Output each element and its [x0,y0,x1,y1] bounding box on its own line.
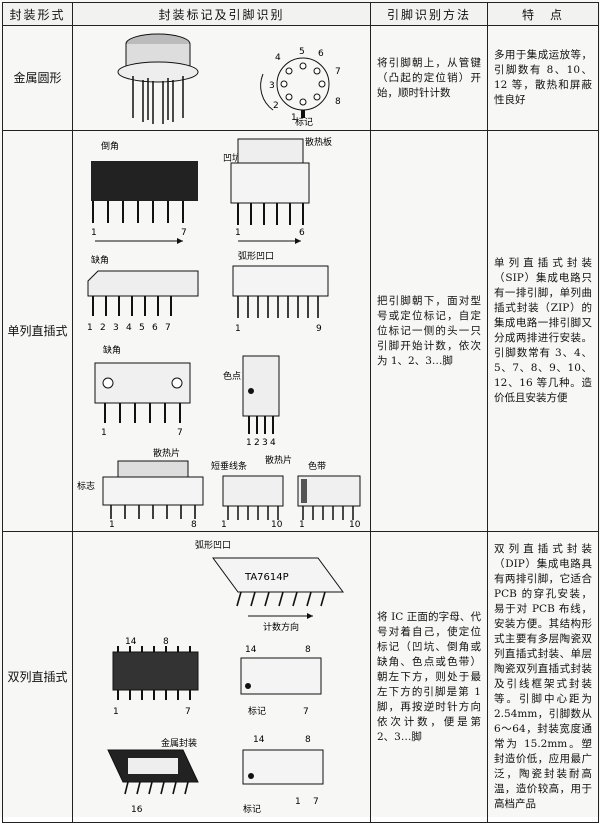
pin-number: 3 [262,438,268,448]
pin-number: 4 [270,438,276,448]
header-features: 特 点 [487,2,599,26]
num-one: 1 [221,520,227,527]
num-8: 8 [163,637,169,647]
figure-sip: 倒角 1 7 凹坑 散热板 1 6 缺角 1 [72,130,371,532]
num-8: 8 [305,735,311,745]
color-band-label: 色带 [308,460,326,472]
num-seven: 7 [177,428,183,438]
mark-label: 标志 [77,480,95,492]
pin-label: 1 [291,113,297,123]
short-line-label: 短垂线条 [211,460,247,472]
method-dip: 将 IC 正面的字母、代号对着自己，使定位标记（凹坑、倒角或缺角、色点或色带）朝… [370,531,488,823]
model-label: TA7614P [244,572,289,583]
metal-can-drawing: 5 6 7 8 4 3 2 1 标记 [117,33,341,128]
pin-label: 8 [335,97,341,107]
pin-label: 2 [273,101,279,111]
notch-label: 缺角 [103,344,121,356]
pin-label: 5 [299,47,305,57]
num-14: 14 [125,637,137,647]
pin-number: 5 [139,323,145,333]
heatsink-label: 散热板 [305,136,332,148]
pin-label: 4 [275,53,281,63]
mark-label: 标记 [248,705,266,717]
num-7: 7 [313,797,319,807]
header-marking: 封装标记及引脚识别 [72,2,371,26]
arc-notch-label: 弧形凹口 [238,250,274,262]
pin-number: 2 [100,323,106,333]
sip-drawing: 倒角 1 7 凹坑 散热板 1 6 缺角 1 [77,136,361,530]
num-nine: 9 [316,324,322,334]
heatsink2-label: 散热片 [265,454,292,466]
num-one: 1 [299,520,305,527]
type-dip: 双列直插式 [2,531,73,823]
num-14: 14 [245,645,257,655]
dip-drawing: 弧形凹口 TA7614P 计数方向 14 8 1 7 14 8 标记 7 [107,539,344,815]
num-14: 14 [253,735,265,745]
num-six: 6 [299,228,305,238]
num-ten: 10 [349,520,361,527]
pit-label: 凹坑 [223,152,241,164]
num-seven: 7 [181,228,187,238]
color-dot-label: 色点 [223,370,241,382]
heatsink2-label: 散热片 [153,447,180,459]
feature-metal-round: 多用于集成运放等，引脚数有 8、10、12 等，散热和屏蔽性良好 [487,25,599,131]
num-7: 7 [185,707,191,717]
figure-metal-round: 5 6 7 8 4 3 2 1 标记 [72,25,371,131]
num-16: 16 [131,805,143,815]
type-metal-round: 金属圆形 [2,25,73,131]
num-one: 1 [91,228,97,238]
header-pin-method: 引脚识别方法 [370,2,488,26]
pin-label: 3 [269,81,275,91]
method-sip: 把引脚朝下，面对型号或定位标记，自定位标记一侧的头一只引脚开始计数，依次为 1、… [370,130,488,532]
arc-notch-label: 弧形凹口 [195,539,231,551]
metal-seal-label: 金属封装 [161,737,197,749]
pin-number: 1 [87,323,93,333]
pin-number: 6 [152,323,158,333]
num-one: 1 [235,324,241,334]
pin-label: 7 [335,67,341,77]
chamfer-label: 倒角 [101,140,119,152]
num-7: 7 [303,707,309,717]
num-1: 1 [295,797,301,807]
count-direction-label: 计数方向 [263,621,299,633]
num-8: 8 [305,645,311,655]
feature-dip: 双列直插式封装（DIP）集成电路具有两排引脚，它适合 PCB 的穿孔安装，易于对… [487,531,599,823]
method-metal-round: 将引脚朝上，从管键（凸起的定位销）开始，顺时针计数 [370,25,488,131]
num-one: 1 [235,228,241,238]
num-1: 1 [113,707,119,717]
pin-number: 1 [246,438,252,448]
num-eight: 8 [191,520,197,527]
notch-label: 缺角 [91,254,109,266]
num-one: 1 [109,520,115,527]
header-package-form: 封装形式 [2,2,73,26]
mark-label: 标记 [295,116,313,126]
header-row: 封装形式 封装标记及引脚识别 引脚识别方法 特 点 [2,2,599,26]
row-dip: 双列直插式 弧形凹口 TA7614P 计数方向 14 8 1 7 14 8 [2,531,599,823]
num-ten: 10 [271,520,283,527]
row-sip: 单列直插式 倒角 1 7 凹坑 散热板 1 6 缺角 [2,130,599,532]
mark-label: 标记 [243,803,261,815]
pin-number: 2 [254,438,260,448]
pin-number: 3 [113,323,119,333]
type-sip: 单列直插式 [2,130,73,532]
pin-label: 6 [318,49,324,59]
feature-sip: 单列直插式封装（SIP）集成电路只有一排引脚，单列曲插式封装（ZIP）的集成电路… [487,130,599,532]
pin-number: 7 [165,323,171,333]
num-one: 1 [101,428,107,438]
row-metal-round: 金属圆形 5 6 7 8 4 3 2 [2,25,599,131]
figure-dip: 弧形凹口 TA7614P 计数方向 14 8 1 7 14 8 标记 7 [72,531,371,823]
pin-number: 4 [126,323,132,333]
